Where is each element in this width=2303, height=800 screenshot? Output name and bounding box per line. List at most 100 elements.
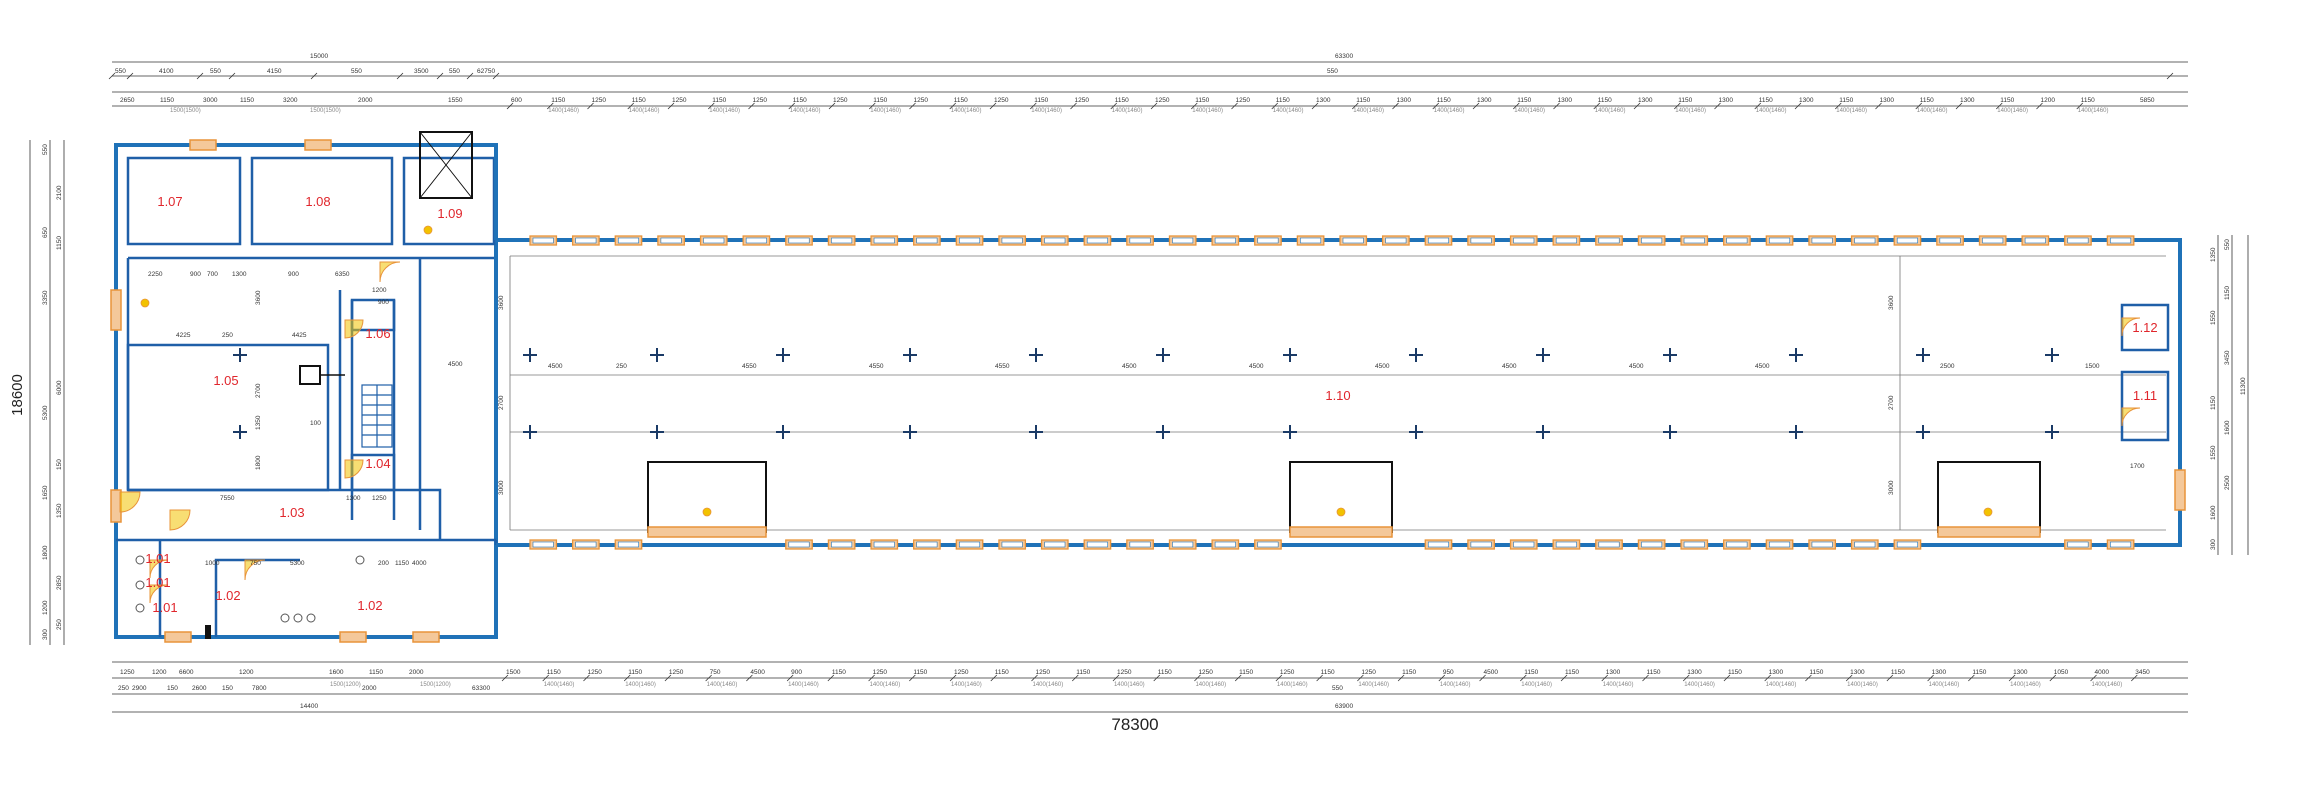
top-dim-sub-15: 1400(1460) <box>1112 108 1143 114</box>
bottom-dim-sub-21: 1400(1460) <box>1358 682 1389 688</box>
window-bottom-glass-11 <box>1001 541 1023 548</box>
right-dim-3: 1550 <box>2210 310 2217 325</box>
window-bottom-glass-16 <box>1214 541 1236 548</box>
hall-dim-3600: 3600 <box>498 295 505 310</box>
int-dim-900c: 900 <box>378 299 389 306</box>
window-top-glass-34 <box>1982 237 2004 244</box>
window-top-glass-8 <box>873 237 895 244</box>
bottom-dim-row1-main-29: 1300 <box>1687 669 1702 676</box>
top-dim-row3-main-33: 1150 <box>1839 97 1853 104</box>
bottom-dim-sub-27: 1400(1460) <box>1603 682 1634 688</box>
window-bottom-glass-21 <box>1427 541 1449 548</box>
bottom-dim-row1-main-36: 1150 <box>1972 669 1986 676</box>
bottom-dim-sub-37: 1400(1460) <box>2010 682 2041 688</box>
bottom-dim-sub-left-1: 1500(1200) <box>420 682 451 688</box>
window-top-glass-27 <box>1683 237 1705 244</box>
column-marker-0-12 <box>2045 348 2059 362</box>
bottom-dim-row1-left-0: 1250 <box>120 669 135 676</box>
top-dim-sub-left-1: 1500(1500) <box>310 108 341 114</box>
window-top-glass-21 <box>1427 237 1449 244</box>
top-dim-sub-35: 1400(1460) <box>1917 108 1948 114</box>
window-top-glass-22 <box>1470 237 1492 244</box>
room-1-01: 1.01 <box>152 600 177 615</box>
window-bottom-glass-27 <box>1683 541 1705 548</box>
room-1-07: 1.07 <box>157 194 182 209</box>
bottom-dim-row1-main-19: 1250 <box>1280 669 1295 676</box>
window-bottom-glass-15 <box>1172 541 1194 548</box>
top-dim-row3-main-6: 1250 <box>753 97 768 104</box>
bottom-dim-row1-main-27: 1300 <box>1606 669 1621 676</box>
admin-partitions <box>116 156 498 637</box>
column-marker-1-7 <box>1409 425 1423 439</box>
hall-col-dim-11: 2500 <box>1940 363 1955 370</box>
bottom-dim-row1-main-2: 1250 <box>587 669 602 676</box>
int-dim-4425: 4425 <box>292 332 307 339</box>
column-marker-admin-1 <box>233 425 247 439</box>
room-1-02-a: 1.02 <box>215 588 240 603</box>
hall-col-dim-7: 4500 <box>1375 363 1390 370</box>
room-1-08: 1.08 <box>305 194 330 209</box>
bottom-dim-row1-left-3: 1200 <box>239 669 254 676</box>
sanitary-fixtures <box>135 555 365 623</box>
top-dim-15000: 15000 <box>310 53 328 60</box>
top-dim-sub-9: 1400(1460) <box>870 108 901 114</box>
bottom-dim-sub-31: 1400(1460) <box>1766 682 1797 688</box>
room-1-05: 1.05 <box>213 373 238 388</box>
top-dim-row3-main-34: 1300 <box>1880 97 1895 104</box>
top-dim-sub-7: 1400(1460) <box>790 108 821 114</box>
right-dim-5: 1150 <box>2210 396 2217 410</box>
column-marker-0-7 <box>1409 348 1423 362</box>
bottom-dim-row2-1: 2900 <box>132 685 147 692</box>
top-dim-sub-19: 1400(1460) <box>1273 108 1304 114</box>
window-top-glass-35 <box>2024 237 2046 244</box>
window-bottom-glass-23 <box>1513 541 1535 548</box>
column-marker-admin-0 <box>233 348 247 362</box>
vent-box-1-09 <box>419 131 473 199</box>
top-dim-row3-main-16: 1250 <box>1155 97 1170 104</box>
bottom-dim-row1-main-32: 1150 <box>1809 669 1823 676</box>
top-dim-row3-main-19: 1150 <box>1276 97 1290 104</box>
lamps <box>140 225 1993 517</box>
bottom-dim-row1-main-16: 1150 <box>1158 669 1172 676</box>
hall-vertical-dims: 3600 2700 3000 3600 2700 3000 1700 4500 <box>448 295 2145 495</box>
bottom-dim-row3: 14400 63900 <box>300 703 1353 710</box>
top-dim-row3-left-5: 2000 <box>358 97 373 104</box>
window-bottom-glass-32 <box>1896 541 1918 548</box>
hall-dim-3600-r: 3600 <box>1888 295 1895 310</box>
column-marker-1-5 <box>1156 425 1170 439</box>
bottom-dim-row1-main-8: 1150 <box>832 669 846 676</box>
top-dim-row3-main-7: 1150 <box>793 97 807 104</box>
hall-col-dim-9: 4500 <box>1629 363 1644 370</box>
overall-width: 18600 <box>9 374 26 416</box>
column-marker-0-9 <box>1663 348 1677 362</box>
int-dim-100: 100 <box>310 420 321 427</box>
left-dim-9: 1350 <box>56 503 63 518</box>
bottom-dim-row1-main-39: 4000 <box>2095 669 2110 676</box>
window-top-glass-9 <box>916 237 938 244</box>
top-dim-sub-21: 1400(1460) <box>1353 108 1384 114</box>
bottom-dim-sub-15: 1400(1460) <box>1114 682 1145 688</box>
window-top-glass-33 <box>1939 237 1961 244</box>
window-top-glass-5 <box>745 237 767 244</box>
bottom-dim-sub-33: 1400(1460) <box>1847 682 1878 688</box>
left-dim-2: 650 <box>42 227 49 238</box>
hall-col-dim-2: 4550 <box>742 363 757 370</box>
int-dim-1800: 1800 <box>255 455 262 470</box>
top-dim-row3-main-39: 1150 <box>2081 97 2095 104</box>
bottom-dim-sub-3: 1400(1460) <box>625 682 656 688</box>
column-marker-0-5 <box>1156 348 1170 362</box>
window-top-glass-29 <box>1769 237 1791 244</box>
top-dim-row3-main-10: 1250 <box>914 97 929 104</box>
column-marker-0-3 <box>903 348 917 362</box>
top-dim-row3-main-20: 1300 <box>1316 97 1331 104</box>
bottom-dim-row1-main-9: 1250 <box>873 669 888 676</box>
column-marker-1-10 <box>1789 425 1803 439</box>
bottom-dim-row2-7: 63300 <box>472 685 490 692</box>
room-1-12: 1.12 <box>2132 320 2157 335</box>
bottom-dim-row1-left-2: 6600 <box>179 669 194 676</box>
column-marker-1-11 <box>1916 425 1930 439</box>
